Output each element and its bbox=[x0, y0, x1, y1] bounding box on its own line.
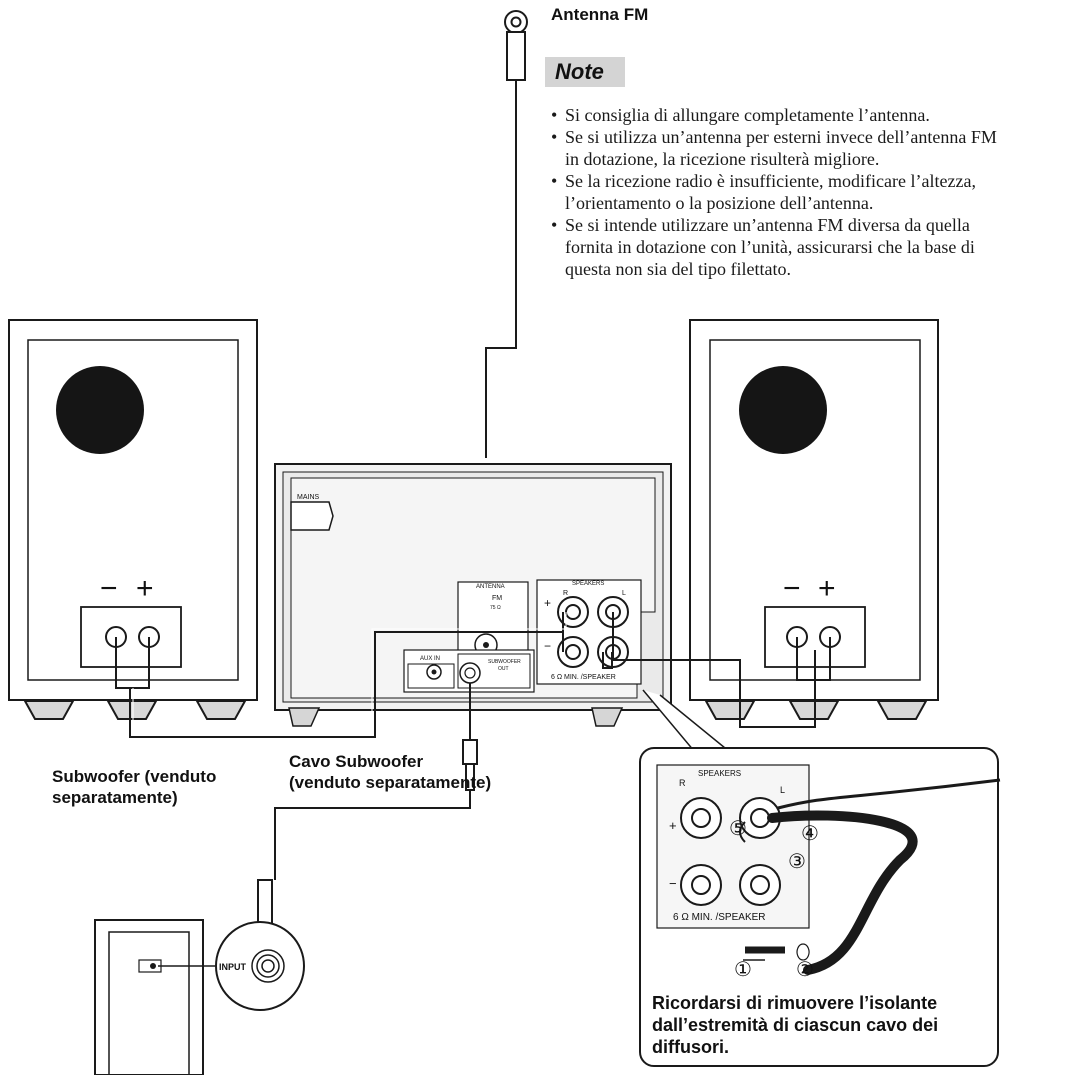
detail-impedance-label: 6 Ω MIN. /SPEAKER bbox=[673, 912, 766, 923]
insulation-note: Ricordarsi di rimuovere l’isolante dall’… bbox=[652, 993, 939, 1057]
detail-l-label: L bbox=[780, 785, 785, 795]
fm-antenna bbox=[485, 10, 528, 458]
subwoofer bbox=[94, 919, 305, 1075]
right-speaker-plus-label: + bbox=[818, 572, 836, 605]
antenna-fm-label: Antenna FM bbox=[551, 5, 649, 24]
subwoofer-out-label-2: OUT bbox=[498, 666, 509, 672]
note-item: Se si intende utilizzare un’antenna FM d… bbox=[551, 214, 1089, 280]
detail-speakers-label: SPEAKERS bbox=[698, 769, 741, 778]
terminal-plus-label: + bbox=[544, 596, 551, 610]
step-5: ⑤ bbox=[729, 818, 747, 840]
detail-callout bbox=[639, 689, 1001, 1067]
note-item: Se la ricezione radio è insufficiente, m… bbox=[551, 170, 1089, 214]
fm-ohm-label: 75 Ω bbox=[490, 605, 501, 611]
notes-list: Si consiglia di allungare completamente … bbox=[551, 104, 1089, 280]
step-2: ② bbox=[796, 959, 814, 981]
terminal-r-label: R bbox=[563, 590, 568, 597]
subwoofer-out-label: SUBWOOFER bbox=[488, 659, 521, 665]
subwoofer-label: Subwoofer (venduto separatamente) bbox=[52, 767, 217, 807]
mains-label: MAINS bbox=[297, 494, 320, 501]
step-4: ④ bbox=[801, 823, 819, 845]
terminal-l-label: L bbox=[622, 590, 626, 597]
note-heading: Note bbox=[545, 57, 625, 87]
detail-minus-label: − bbox=[669, 876, 677, 891]
terminal-minus-label: − bbox=[544, 639, 551, 653]
step-3: ③ bbox=[788, 851, 806, 873]
note-item: Si consiglia di allungare completamente … bbox=[551, 104, 1089, 126]
left-speaker bbox=[8, 319, 258, 720]
detail-plus-label: + bbox=[669, 818, 677, 833]
subwoofer-input-label: INPUT bbox=[219, 962, 247, 972]
speaker-cables bbox=[115, 612, 831, 738]
step-1: ① bbox=[734, 959, 752, 981]
subwoofer-cable-label: Cavo Subwoofer (venduto separatamente) bbox=[289, 752, 492, 792]
main-unit bbox=[274, 463, 672, 727]
left-speaker-minus-label: − bbox=[100, 572, 118, 605]
detail-r-label: R bbox=[679, 778, 686, 788]
left-speaker-plus-label: + bbox=[136, 572, 154, 605]
antenna-group-label: ANTENNA bbox=[476, 584, 505, 590]
subwoofer-cable bbox=[257, 683, 478, 958]
fm-label: FM bbox=[492, 595, 502, 602]
right-speaker-minus-label: − bbox=[783, 572, 801, 605]
aux-in-label: AUX IN bbox=[420, 656, 440, 662]
impedance-label: 6 Ω MIN. /SPEAKER bbox=[551, 674, 616, 681]
right-speaker bbox=[689, 319, 939, 720]
note-item: Se si utilizza un’antenna per esterni in… bbox=[551, 126, 1089, 170]
speakers-group-label: SPEAKERS bbox=[572, 581, 604, 587]
